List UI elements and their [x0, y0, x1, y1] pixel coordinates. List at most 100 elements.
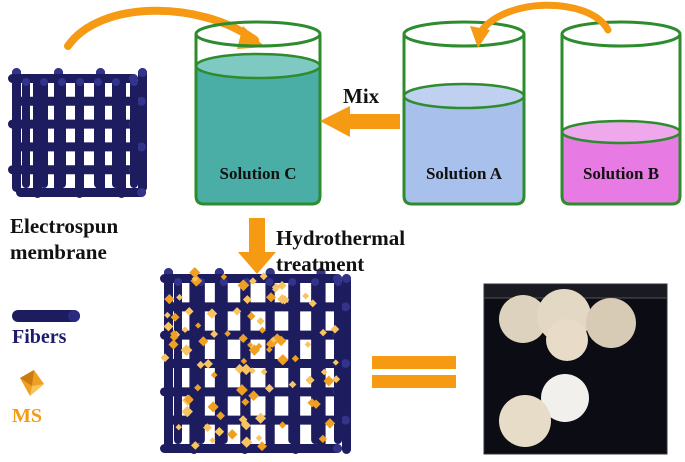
fiber: [334, 278, 342, 444]
ms-particle: [291, 354, 300, 363]
ms-particle: [305, 375, 315, 385]
fiber-end: [342, 274, 351, 283]
ms-particle: [240, 363, 252, 376]
curved-arrow-membrane-to-c: [64, 6, 259, 50]
ms-particle: [278, 421, 287, 429]
fiber-end: [137, 96, 146, 106]
ms-particle: [180, 344, 193, 357]
electrospun-label-line2: membrane: [10, 240, 107, 264]
curved-arrow-membrane-to-c-head: [237, 26, 265, 49]
ms-particle: [242, 295, 252, 305]
product-photo: [483, 283, 668, 455]
ms-particle: [332, 375, 341, 384]
fiber-end: [76, 78, 84, 86]
ms-particle: [332, 359, 339, 366]
fiber-end: [174, 278, 182, 286]
ms-particle: [210, 330, 219, 339]
disc: [586, 298, 636, 348]
ms-particle: [175, 423, 182, 431]
fiber: [94, 78, 102, 188]
ms-particle: [240, 357, 248, 365]
ms-particle: [270, 336, 277, 343]
fiber: [138, 68, 147, 192]
fiber: [160, 387, 342, 397]
ms-particle: [170, 329, 179, 338]
fiber: [288, 278, 297, 444]
fiber-end: [130, 78, 138, 86]
mix-label: Mix: [343, 84, 380, 108]
ms-particle: [265, 292, 277, 303]
ms-particle: [265, 346, 273, 353]
fiber: [265, 278, 274, 444]
ms-particle: [249, 277, 257, 285]
ms-particle: [255, 434, 263, 442]
ms-particle: [190, 441, 200, 450]
curved-arrow-a-to-b-head: [470, 26, 490, 48]
hydrothermal-label-line1: Hydrothermal: [276, 226, 406, 250]
ms-particle: [240, 436, 253, 448]
ms-particle: [241, 398, 250, 407]
ms-particle: [170, 312, 180, 322]
electrospun-membrane-mesh: [8, 68, 147, 198]
left-arrow-icon: [320, 106, 400, 137]
ms-particle: [206, 308, 218, 319]
ms-label: MS: [12, 405, 42, 427]
fiber: [16, 188, 146, 197]
solution-a-label: Solution A: [425, 164, 503, 183]
fiber: [160, 444, 342, 453]
ms-particle: [203, 423, 212, 433]
ms-particle: [319, 328, 327, 337]
fiber-end: [341, 359, 350, 368]
ms-particle: [176, 293, 183, 301]
fiber-end: [137, 188, 146, 197]
fiber-rod-icon: [12, 310, 80, 322]
ms-particle: [260, 368, 268, 376]
fiber: [160, 330, 342, 340]
ms-particle: [318, 434, 328, 443]
ms-particle: [302, 292, 310, 300]
ms-particle: [203, 359, 213, 369]
beaker-solution-b: [560, 20, 682, 206]
disc: [541, 374, 589, 422]
ms-particle: [234, 363, 245, 374]
ms-particle: [164, 294, 175, 305]
ms-particle: [320, 368, 328, 376]
fiber-end: [333, 444, 342, 453]
ms-particle: [207, 401, 219, 413]
ms-particle: [214, 426, 225, 437]
ms-particle: [288, 380, 297, 389]
fiber: [58, 78, 66, 188]
ms-particle: [181, 326, 189, 334]
ms-particle: [160, 353, 170, 363]
ms-particle: [194, 384, 202, 392]
ms-particle: [257, 441, 267, 452]
solution-c-label: Solution C: [219, 164, 297, 183]
ms-particle: [226, 429, 238, 440]
ms-particle: [224, 330, 231, 337]
ms-particle: [277, 294, 288, 305]
ms-particle: [307, 398, 317, 408]
ms-particle: [255, 412, 267, 424]
ms-particle: [163, 321, 174, 332]
ms-particle: [238, 333, 248, 344]
fiber-end: [137, 142, 146, 152]
fibers-label: Fibers: [12, 326, 67, 348]
fiber-end: [94, 78, 102, 86]
beaker-solution-a: [402, 20, 526, 206]
fiber-end: [334, 278, 342, 286]
fiber: [168, 302, 350, 312]
ms-particle: [330, 324, 340, 334]
ms-particle: [259, 272, 268, 281]
disc: [499, 395, 551, 447]
fiber-end: [288, 278, 297, 286]
ms-particle: [210, 371, 218, 379]
ms-particle: [191, 275, 199, 282]
hydrothermal-label-line2: treatment: [276, 252, 365, 276]
ms-particle: [237, 279, 250, 292]
fiber: [22, 78, 30, 188]
fiber-end: [40, 78, 48, 86]
ms-particle: [258, 326, 266, 334]
fiber-end: [341, 302, 350, 312]
ms-particle: [196, 360, 205, 369]
